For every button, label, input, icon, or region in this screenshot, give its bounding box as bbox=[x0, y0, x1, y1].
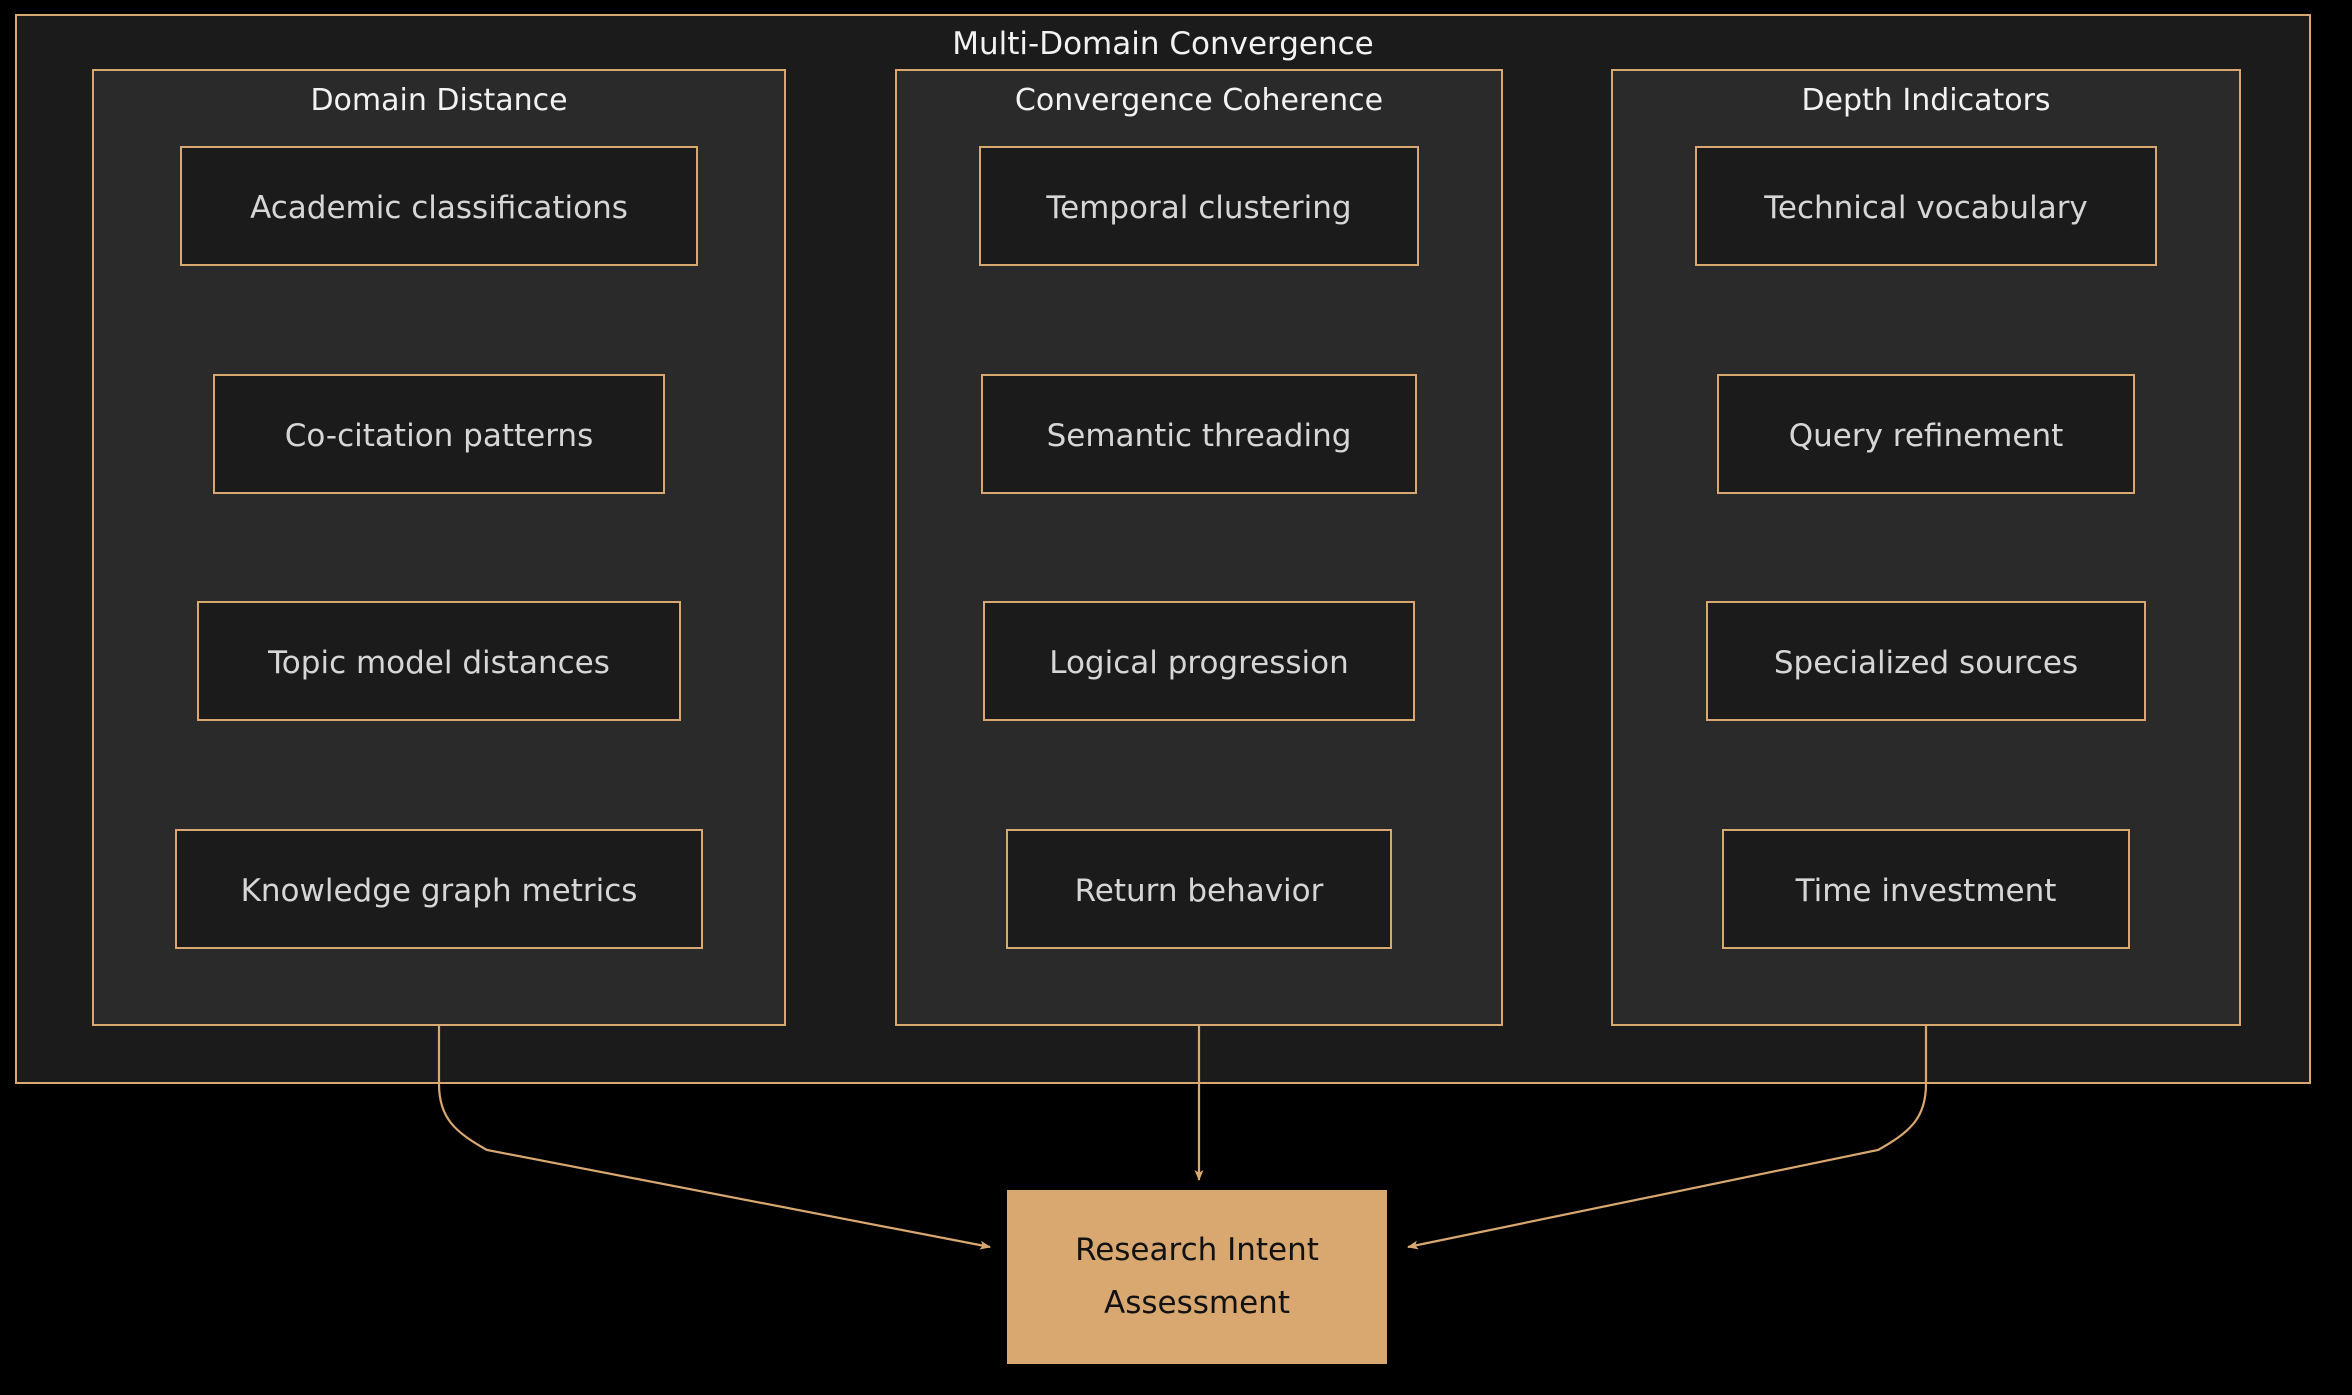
edge-depth-indicators-to-research-intent bbox=[1407, 1025, 1928, 1250]
node-topic-model-distances[interactable]: Topic model distances bbox=[197, 601, 681, 721]
node-semantic-threading[interactable]: Semantic threading bbox=[981, 374, 1417, 494]
node-query-refinement-box[interactable] bbox=[1717, 374, 2135, 494]
node-return-behavior-box[interactable] bbox=[1006, 829, 1392, 949]
cluster-convergence-coherence-title: Convergence Coherence bbox=[1015, 83, 1383, 118]
node-academic-classifications[interactable]: Academic classifications bbox=[180, 146, 698, 266]
node-knowledge-graph-metrics-label: Knowledge graph metrics bbox=[241, 873, 638, 909]
node-return-behavior-label: Return behavior bbox=[1075, 873, 1324, 909]
node-technical-vocabulary-box[interactable] bbox=[1695, 146, 2157, 266]
node-logical-progression[interactable]: Logical progression bbox=[983, 601, 1415, 721]
node-research-intent-assessment-label-line1: Research Intent bbox=[1075, 1232, 1319, 1268]
node-logical-progression-box[interactable] bbox=[983, 601, 1415, 721]
node-co-citation-patterns-box[interactable] bbox=[213, 374, 665, 494]
node-research-intent-assessment-label-line2: Assessment bbox=[1104, 1285, 1290, 1321]
node-time-investment-label: Time investment bbox=[1795, 873, 2057, 909]
node-specialized-sources-label: Specialized sources bbox=[1774, 645, 2078, 681]
outer-cluster-title: Multi-Domain Convergence bbox=[952, 26, 1374, 62]
node-knowledge-graph-metrics[interactable]: Knowledge graph metrics bbox=[175, 829, 703, 949]
node-temporal-clustering-box[interactable] bbox=[979, 146, 1419, 266]
node-return-behavior[interactable]: Return behavior bbox=[1006, 829, 1392, 949]
node-technical-vocabulary-label: Technical vocabulary bbox=[1763, 190, 2088, 226]
node-specialized-sources-box[interactable] bbox=[1706, 601, 2146, 721]
node-logical-progression-label: Logical progression bbox=[1049, 645, 1349, 681]
node-research-intent-assessment[interactable]: Research Intent Assessment bbox=[1007, 1190, 1387, 1364]
node-query-refinement[interactable]: Query refinement bbox=[1717, 374, 2135, 494]
node-semantic-threading-label: Semantic threading bbox=[1047, 418, 1352, 454]
node-research-intent-assessment-box[interactable] bbox=[1007, 1190, 1387, 1364]
cluster-convergence-coherence: Convergence Coherence Temporal clusterin… bbox=[895, 69, 1503, 1026]
node-time-investment[interactable]: Time investment bbox=[1722, 829, 2130, 949]
edge-domain-distance-to-research-intent bbox=[437, 1025, 991, 1250]
node-specialized-sources[interactable]: Specialized sources bbox=[1706, 601, 2146, 721]
edge-layer bbox=[437, 1025, 1928, 1250]
cluster-depth-indicators: Depth Indicators Technical vocabulary Qu… bbox=[1611, 69, 2241, 1026]
cluster-domain-distance: Domain Distance Academic classifications… bbox=[92, 69, 786, 1026]
node-topic-model-distances-label: Topic model distances bbox=[267, 645, 610, 681]
node-temporal-clustering-label: Temporal clustering bbox=[1045, 190, 1351, 226]
node-semantic-threading-box[interactable] bbox=[981, 374, 1417, 494]
node-temporal-clustering[interactable]: Temporal clustering bbox=[979, 146, 1419, 266]
cluster-depth-indicators-title: Depth Indicators bbox=[1801, 83, 2050, 118]
cluster-domain-distance-title: Domain Distance bbox=[310, 83, 567, 118]
node-co-citation-patterns[interactable]: Co-citation patterns bbox=[213, 374, 665, 494]
node-co-citation-patterns-label: Co-citation patterns bbox=[285, 418, 593, 454]
node-query-refinement-label: Query refinement bbox=[1789, 418, 2064, 454]
node-time-investment-box[interactable] bbox=[1722, 829, 2130, 949]
node-knowledge-graph-metrics-box[interactable] bbox=[175, 829, 703, 949]
node-academic-classifications-box[interactable] bbox=[180, 146, 698, 266]
node-academic-classifications-label: Academic classifications bbox=[250, 190, 628, 226]
node-technical-vocabulary[interactable]: Technical vocabulary bbox=[1695, 146, 2157, 266]
node-topic-model-distances-box[interactable] bbox=[197, 601, 681, 721]
